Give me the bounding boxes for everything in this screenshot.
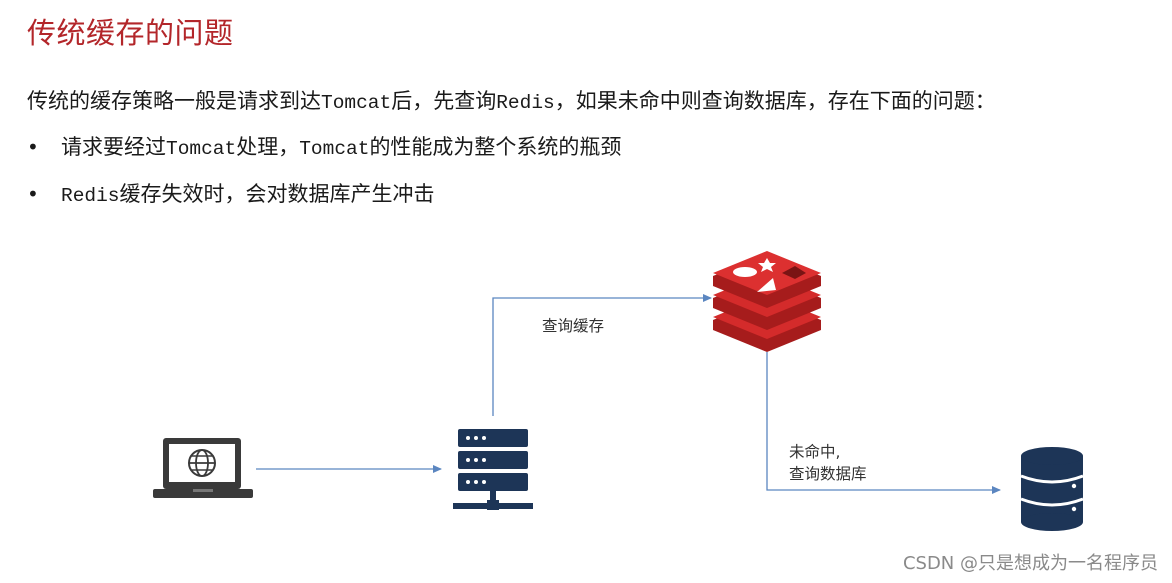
problem-list: • 请求要经过Tomcat处理，Tomcat的性能成为整个系统的瓶颈 • Red… [27, 132, 621, 226]
intro-text-3: ，如果未命中则查询数据库，存在下面的问题： [554, 89, 996, 113]
csdn-watermark: CSDN @只是想成为一名程序员 [902, 553, 1158, 574]
miss-label-line2: 查询数据库 [789, 465, 867, 483]
intro-code-tomcat: Tomcat [321, 92, 392, 114]
problem-code: Tomcat [299, 138, 370, 160]
problem-item-redis: • Redis缓存失效时，会对数据库产生冲击 [27, 179, 621, 226]
problem-text: 的性能成为整个系统的瓶颈 [369, 135, 622, 159]
intro-text-2: 后，先查询 [391, 89, 497, 113]
page-title: 传统缓存的问题 [27, 16, 234, 50]
problem-code: Redis [61, 185, 120, 207]
problem-code: Tomcat [166, 138, 237, 160]
query-cache-label: 查询缓存 [542, 317, 605, 335]
problem-item-tomcat: • 请求要经过Tomcat处理，Tomcat的性能成为整个系统的瓶颈 [27, 132, 621, 179]
intro-code-redis: Redis [496, 92, 555, 114]
miss-label-line1: 未命中, [789, 443, 841, 461]
problem-text: 处理， [236, 135, 300, 159]
redis-icon [713, 251, 821, 352]
intro-paragraph: 传统的缓存策略一般是请求到达Tomcat后，先查询Redis，如果未命中则查询数… [27, 86, 996, 118]
bullet-dot: • [27, 135, 39, 159]
arrow-redis-to-database [766, 352, 1001, 494]
intro-text-1: 传统的缓存策略一般是请求到达 [27, 89, 321, 113]
laptop-globe-icon [153, 438, 253, 498]
server-icon [453, 429, 533, 510]
miss-query-db-label: 未命中, 查询数据库 [789, 441, 867, 485]
problem-text: 请求要经过 [61, 135, 166, 159]
arrow-server-to-redis [492, 294, 712, 416]
bullet-dot: • [27, 182, 39, 206]
problem-text: 缓存失效时，会对数据库产生冲击 [119, 182, 435, 206]
database-icon [1020, 447, 1084, 531]
